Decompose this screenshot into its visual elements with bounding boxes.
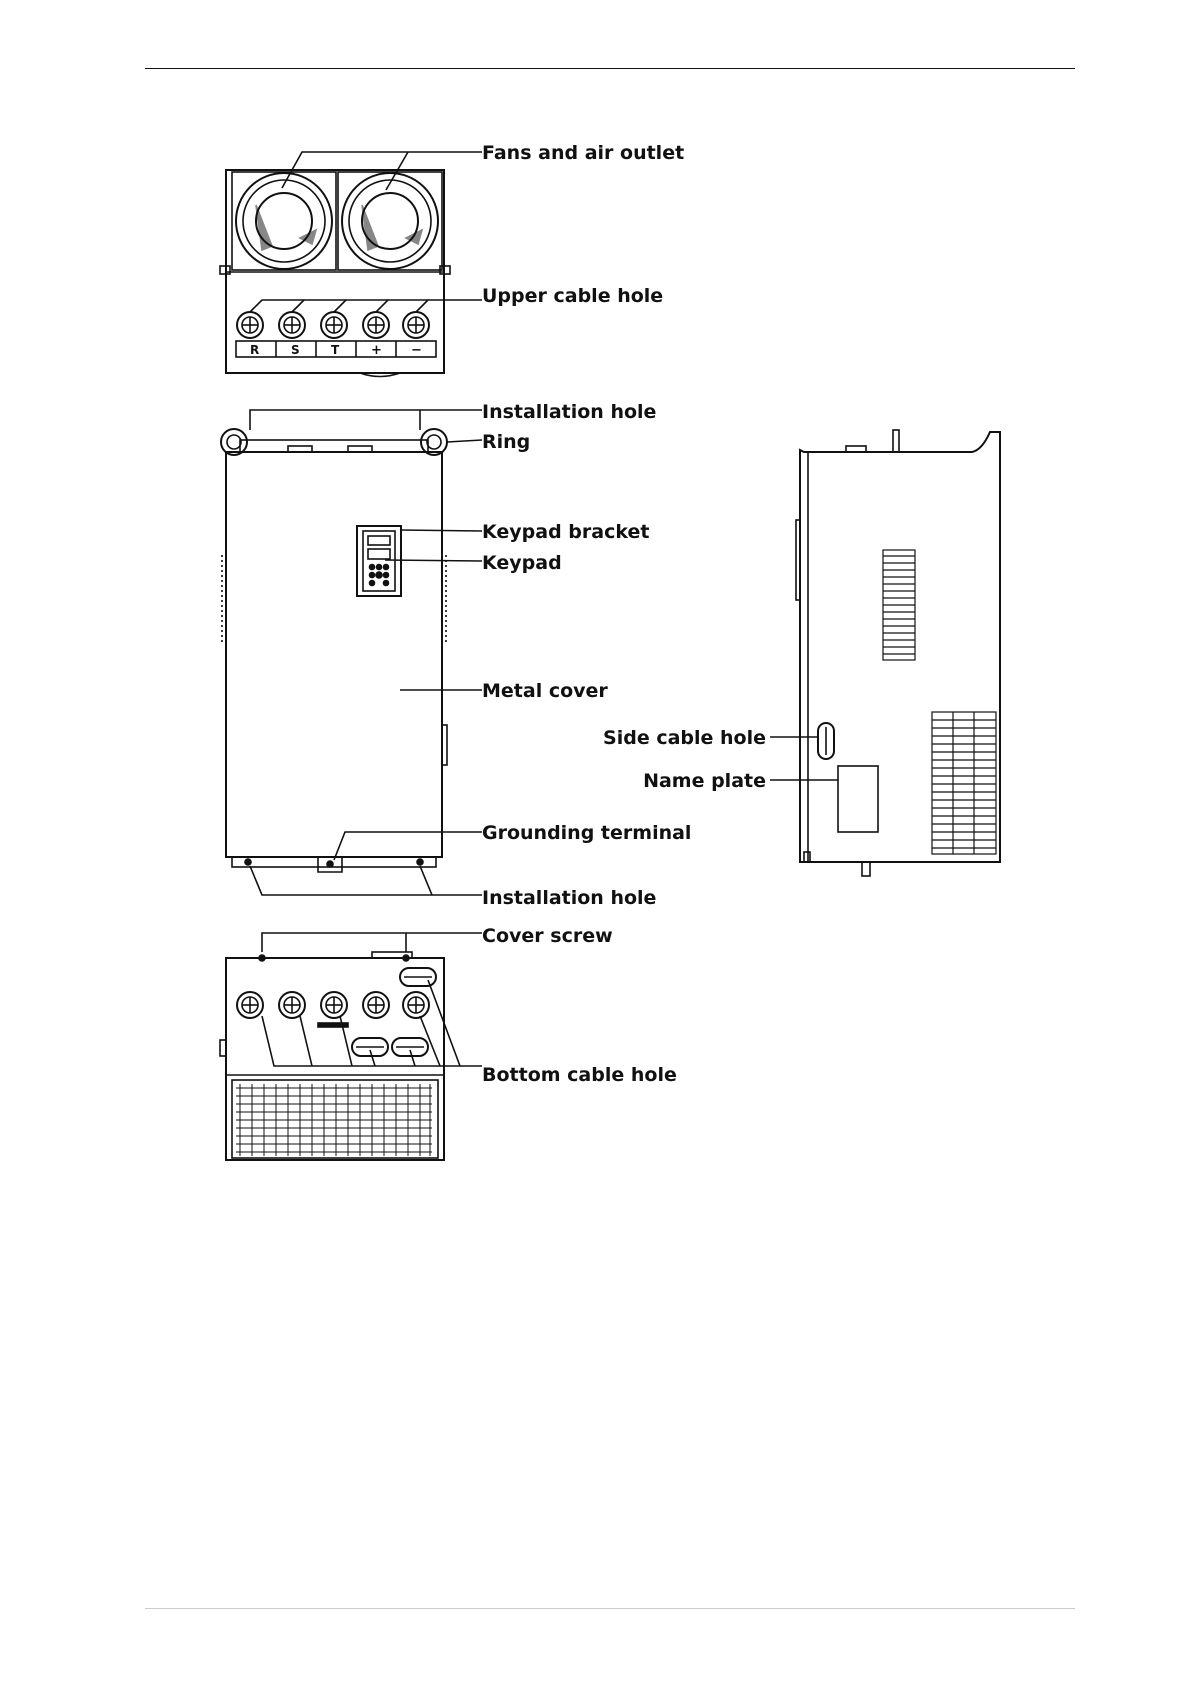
side-vent-bottom <box>932 712 996 854</box>
terminal-label-t: T <box>331 343 340 357</box>
front-view <box>221 410 482 895</box>
terminal-label-s: S <box>291 343 300 357</box>
bottom-vent-pattern <box>236 1084 432 1156</box>
top-view: R S T + − <box>220 152 482 377</box>
label-upper-cable-hole: Upper cable hole <box>482 285 663 307</box>
bottom-view <box>220 933 482 1160</box>
label-bottom-cable-hole: Bottom cable hole <box>482 1064 677 1086</box>
fan-right-icon <box>338 172 442 270</box>
fan-left-icon <box>232 172 336 270</box>
label-ring: Ring <box>482 431 530 453</box>
label-side-cable-hole: Side cable hole <box>603 727 766 749</box>
name-plate-shape <box>838 766 878 832</box>
label-cover-screw: Cover screw <box>482 925 613 947</box>
terminal-label-minus: − <box>411 343 422 358</box>
side-vent-top <box>883 550 915 660</box>
label-grounding-terminal: Grounding terminal <box>482 822 691 844</box>
label-fans-air-outlet: Fans and air outlet <box>482 142 684 164</box>
keypad-icon <box>357 526 401 596</box>
upper-cable-holes <box>237 312 429 338</box>
side-view <box>770 430 1000 876</box>
label-keypad-bracket: Keypad bracket <box>482 521 649 543</box>
terminal-label-plus: + <box>371 343 382 358</box>
label-installation-hole-bottom: Installation hole <box>482 887 656 909</box>
label-metal-cover: Metal cover <box>482 680 608 702</box>
terminal-label-r: R <box>250 343 259 357</box>
label-name-plate: Name plate <box>643 770 766 792</box>
label-keypad: Keypad <box>482 552 562 574</box>
label-installation-hole-top: Installation hole <box>482 401 656 423</box>
